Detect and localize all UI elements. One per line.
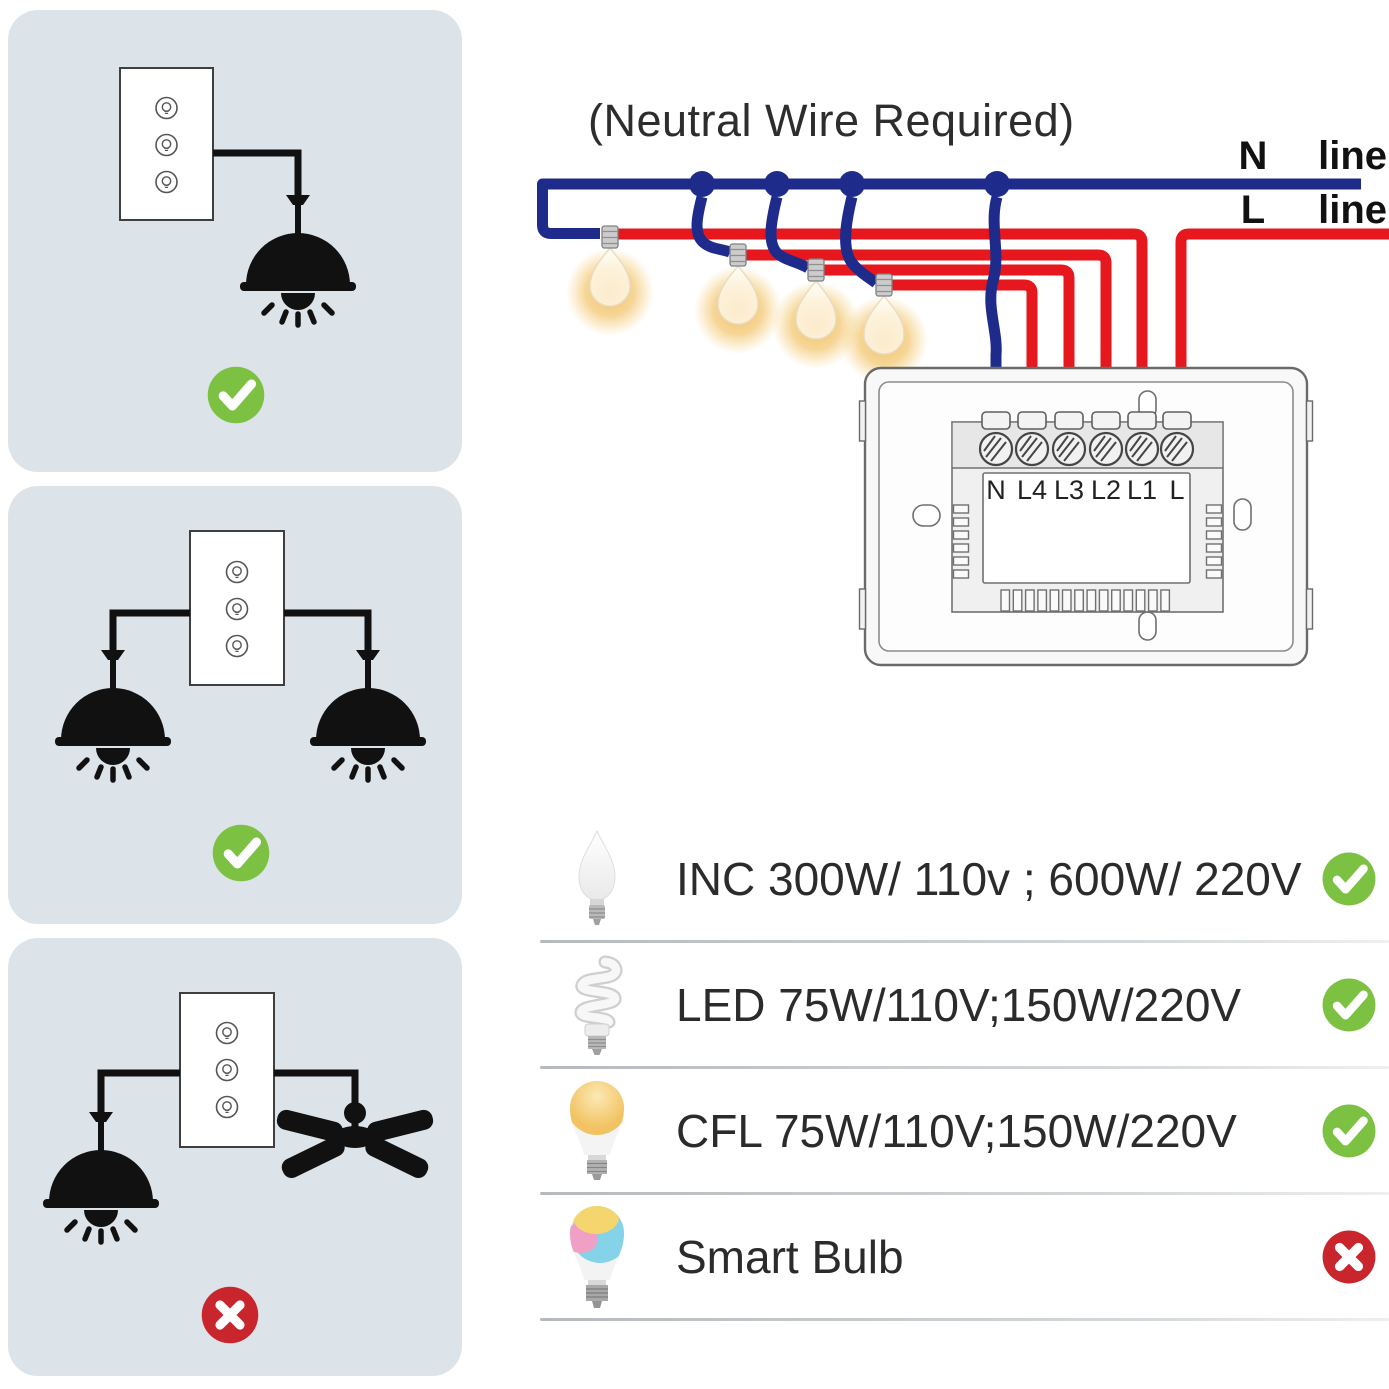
panel-light-and-fan bbox=[8, 938, 462, 1376]
compat-row-smart-bulb: Smart Bulb bbox=[540, 1195, 1389, 1318]
pendant-lamp bbox=[310, 650, 426, 783]
compat-row-led: LED 75W/110V;150W/220V bbox=[540, 943, 1389, 1066]
rejected-icon bbox=[199, 1284, 261, 1346]
pendant-lamp bbox=[43, 1112, 159, 1245]
switch-button-icon bbox=[215, 1058, 239, 1082]
panel-two-lights-drawing bbox=[55, 530, 426, 783]
wire bbox=[97, 1069, 359, 1114]
switch-button-icon bbox=[225, 634, 249, 658]
candle-bulb-icon bbox=[558, 829, 636, 929]
row-divider bbox=[540, 940, 1389, 943]
light-rays-icon bbox=[261, 302, 335, 328]
bulb-caps bbox=[601, 225, 893, 297]
smart-bulb-icon bbox=[558, 1204, 636, 1310]
wiring-diagram: N line L line bbox=[537, 134, 1389, 667]
compat-label: CFL 75W/110V;150W/220V bbox=[676, 1104, 1237, 1157]
wire bbox=[109, 609, 372, 652]
switch-button-icon bbox=[155, 170, 178, 194]
wire bbox=[213, 149, 302, 197]
l-line-word: line bbox=[1318, 188, 1387, 232]
panel-single-light bbox=[8, 10, 462, 472]
switch-button-icon bbox=[215, 1021, 239, 1045]
terminal-label: L bbox=[1169, 475, 1184, 505]
panel-two-lights bbox=[8, 486, 462, 924]
l-line bbox=[1175, 228, 1389, 418]
screw-hole bbox=[1233, 498, 1252, 531]
neutral-wires bbox=[537, 178, 1361, 418]
mounting-clips bbox=[858, 400, 1314, 630]
l-label: L bbox=[1241, 188, 1265, 232]
rejected-icon bbox=[1320, 1228, 1378, 1286]
n-line-word: line bbox=[1318, 134, 1387, 178]
ceiling-fan bbox=[276, 1102, 434, 1179]
n-line bbox=[537, 178, 1361, 239]
live-wires bbox=[616, 228, 1389, 418]
compat-row-inc: INC 300W/ 110v ; 600W/ 220V bbox=[540, 817, 1389, 940]
panel-single-light-drawing bbox=[119, 67, 356, 328]
approved-icon bbox=[205, 364, 267, 426]
terminal-label: L3 bbox=[1054, 475, 1084, 505]
row-divider bbox=[540, 1192, 1389, 1195]
terminal-label: L4 bbox=[1017, 475, 1047, 505]
terminal-label: N bbox=[986, 475, 1006, 505]
n-label: N bbox=[1239, 134, 1268, 178]
switch-button-icon bbox=[155, 96, 178, 120]
row-divider bbox=[540, 1318, 1389, 1321]
terminal-labels: N L4 L3 L2 L1 L bbox=[986, 475, 1184, 505]
compat-row-cfl: CFL 75W/110V;150W/220V bbox=[540, 1069, 1389, 1192]
pendant-lamp bbox=[55, 650, 171, 783]
compatibility-list: INC 300W/ 110v ; 600W/ 220V LED 75W/110V… bbox=[540, 817, 1389, 1321]
light-bulb bbox=[589, 246, 905, 355]
switch-plate bbox=[179, 992, 275, 1148]
approved-icon bbox=[1320, 850, 1378, 908]
approved-icon bbox=[1320, 976, 1378, 1034]
row-divider bbox=[540, 1066, 1389, 1069]
switch-button-icon bbox=[225, 597, 249, 621]
switch-button-icon bbox=[225, 560, 249, 584]
side-vents bbox=[952, 504, 1223, 579]
neutral-wire-title: (Neutral Wire Required) bbox=[588, 95, 1075, 146]
switch-plate bbox=[189, 530, 285, 686]
spiral-bulb-icon bbox=[558, 953, 636, 1057]
compat-label: LED 75W/110V;150W/220V bbox=[676, 978, 1242, 1031]
screw-hole bbox=[1138, 611, 1157, 641]
screw-hole bbox=[912, 504, 941, 527]
switch-button-icon bbox=[215, 1095, 239, 1119]
switch-button-icon bbox=[155, 133, 178, 157]
terminal-label: L2 bbox=[1091, 475, 1121, 505]
terminal-label: L1 bbox=[1127, 475, 1157, 505]
switch-plate bbox=[119, 67, 214, 221]
pendant-lamp bbox=[240, 195, 356, 328]
compat-label: INC 300W/ 110v ; 600W/ 220V bbox=[676, 852, 1302, 905]
terminal-tabs bbox=[981, 411, 1192, 430]
warm-bulb-icon bbox=[558, 1079, 636, 1183]
junction-dots bbox=[689, 171, 1010, 197]
panel-light-fan-drawing bbox=[43, 992, 434, 1245]
bottom-vents bbox=[1000, 589, 1171, 612]
terminal-screws bbox=[978, 431, 1195, 467]
approved-icon bbox=[1320, 1102, 1378, 1160]
compat-label: Smart Bulb bbox=[676, 1230, 904, 1283]
approved-icon bbox=[210, 822, 272, 884]
smart-switch-device: N L4 L3 L2 L1 L bbox=[858, 366, 1314, 667]
